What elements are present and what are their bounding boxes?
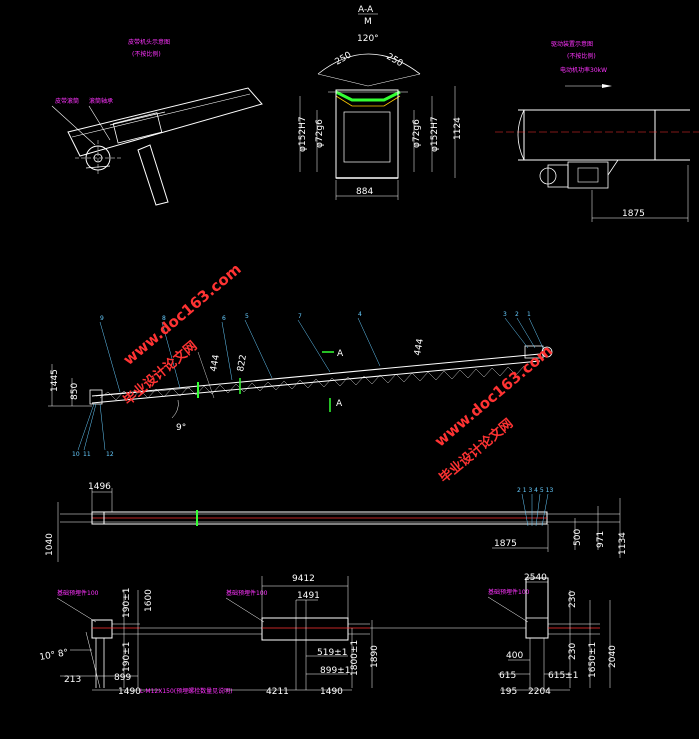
dim-195: 195 [500,687,517,697]
dim-884: 884 [356,187,373,197]
dim-1040: 1040 [45,533,55,556]
dim-drive-1875: 1875 [622,209,645,219]
part-label-11: 11 [83,451,91,458]
dim-190-bottom: 190±1 [122,642,132,672]
dim-plan-1875: 1875 [494,539,517,549]
section-label-scale: M [364,17,372,27]
dim-850: 850 [70,383,80,400]
foundation-left-note: 基础预埋件100 [57,589,99,597]
dim-899-mid: 899±1 [320,666,350,676]
dim-1124: 1124 [453,117,463,140]
dim-971: 971 [596,531,606,548]
dim-2040: 2040 [608,645,618,668]
head-sketch-title: 皮带机头示意图 [128,38,170,46]
head-sketch-scale: (不按比例) [132,50,161,58]
dim-822: 822 [236,354,249,373]
foundation-right: 基础预埋件100 2540 230 230 1650±1 2040 400 61… [370,573,618,697]
dim-1650: 1650±1 [588,642,598,678]
part-label-12: 12 [106,451,114,458]
side-arrow-a: A [336,399,343,409]
part-label-5: 5 [245,313,249,320]
dim-615-tol: 615±1 [548,671,578,681]
dim-4211: 4211 [266,687,289,697]
foundation-bolt-note: L-M12X150(预埋螺栓数量见说明) [140,687,232,695]
dim-9412: 9412 [292,574,315,584]
dim-500: 500 [573,529,583,546]
dim-phi152-right: φ152H7 [430,116,440,152]
dim-250-right: 250 [385,52,405,69]
drive-sketch-title: 驱动装置示意图 [551,40,593,48]
part-label-1: 1 [527,311,531,318]
section-a-a: A-A M 120° 250 250 φ152H7 φ72g6 φ72g6 φ1… [298,5,463,200]
dim-1490-mid: 1490 [320,687,343,697]
dim-1491: 1491 [297,591,320,601]
dim-230-top: 230 [568,591,578,608]
part-label-4: 4 [358,311,362,318]
section-label: A-A [358,5,374,15]
foundation-mid-note: 基础预埋件100 [226,589,268,597]
dim-phi152-left: φ152H7 [298,116,308,152]
dim-2204: 2204 [528,687,551,697]
dim-1800: 1800±1 [350,640,360,676]
dim-213: 213 [64,675,81,685]
part-label-9: 9 [100,315,104,322]
foundation-mid: 基础预埋件100 9412 1491 519±1 899±1 1800±1 18… [140,574,380,697]
head-sketch: 皮带机头示意图 (不按比例) 皮带滚筒 滚筒轴承 [51,38,263,206]
dim-190-top: 190±1 [122,588,132,618]
dim-400: 400 [506,651,523,661]
plan-view: 2 1 3 4 5 13 1496 1040 1875 500 971 1134 [45,482,628,562]
dim-899: 899 [114,673,131,683]
part-label-3: 3 [503,311,507,318]
leader-bearing: 滚筒轴承 [89,97,113,105]
dim-1890: 1890 [370,645,380,668]
dim-1496: 1496 [88,482,111,492]
drive-sketch-power: 电动机功率30kW [560,66,607,74]
dim-444-a: 444 [209,354,222,373]
leader-pulley: 皮带滚筒 [55,97,79,105]
dim-phi72-right: φ72g6 [412,119,422,148]
dim-519: 519±1 [317,648,347,658]
part-label-7: 7 [298,313,302,320]
dim-9deg: 9° [176,423,186,433]
drive-sketch-scale: (不按比例) [567,52,596,60]
dim-1134: 1134 [618,532,628,555]
foundation-left: 基础预埋件100 190±1 1600 190±1 10° 8° 213 899… [39,588,233,697]
part-label-2: 2 [515,311,519,318]
dim-2540: 2540 [524,573,547,583]
dim-1445: 1445 [50,369,60,392]
dim-250-left: 250 [334,50,354,67]
side-arrow-a-top: A [337,349,344,359]
plan-part-labels: 2 1 3 4 5 13 [517,487,553,494]
dim-angle-10-8: 10° 8° [39,648,69,663]
part-label-8: 8 [162,315,166,322]
dim-phi72-left: φ72g6 [315,119,325,148]
foundation-right-note: 基础预埋件100 [488,588,530,596]
part-label-10: 10 [72,451,80,458]
part-label-6: 6 [222,315,226,322]
dim-1600: 1600 [144,589,154,612]
angle-label: 120° [357,34,379,44]
drive-sketch: 驱动装置示意图 (不按比例) 电动机功率30kW 1875 [495,40,699,222]
side-view: A A 9 8 6 5 7 4 3 2 1 10 11 12 144 [48,311,553,458]
dim-230-bottom: 230 [568,643,578,660]
dim-1490-left: 1490 [118,687,141,697]
dim-615: 615 [499,671,516,681]
dim-444-b: 444 [413,338,426,357]
